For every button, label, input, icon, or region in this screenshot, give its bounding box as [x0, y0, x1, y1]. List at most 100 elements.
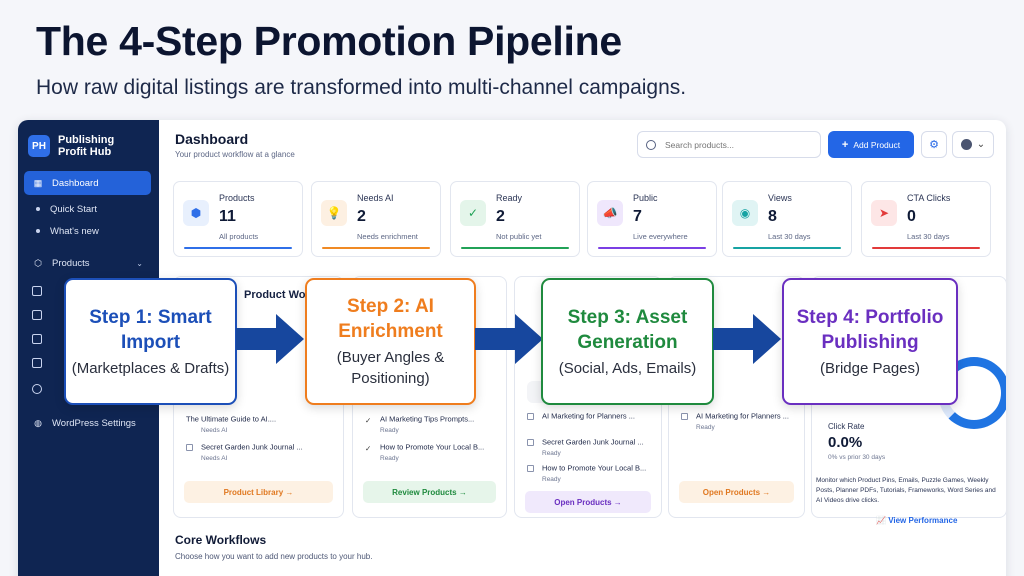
stat-bar	[598, 246, 706, 249]
list-item[interactable]: ✓How to Promote Your Local B... Ready	[365, 442, 484, 462]
stat-bar	[733, 246, 841, 249]
list-item[interactable]: AI Marketing for Planners ... Ready	[681, 411, 789, 431]
add-product-label: Add Product	[853, 139, 901, 150]
open-products-button[interactable]: Open Products →	[525, 491, 651, 513]
stat-label: Needs AI	[357, 193, 394, 203]
stat-value: 7	[633, 208, 642, 225]
step-description: (Social, Ads, Emails)	[558, 359, 697, 377]
sidebar-item-label: What's new	[50, 225, 99, 237]
stat-label: Ready	[496, 193, 523, 203]
list-item-status: Ready	[696, 423, 715, 431]
chevron-down-icon: ⌄	[976, 139, 986, 150]
dashboard-subtitle: Your product workflow at a glance	[175, 150, 295, 159]
checkbox[interactable]	[681, 412, 688, 420]
search-box[interactable]	[637, 131, 821, 158]
grid-icon: ▦	[33, 177, 43, 188]
checkbox[interactable]	[527, 464, 534, 472]
step-4-card: Step 4: Portfolio Publishing (Bridge Pag…	[782, 278, 958, 405]
arrow-right-icon	[713, 314, 781, 364]
arrow-right-icon	[236, 314, 304, 364]
list-item-title: Secret Garden Junk Journal ...	[201, 442, 303, 452]
stat-bar	[461, 246, 569, 249]
list-item-status: Ready	[542, 449, 561, 457]
stat-value: 2	[496, 208, 505, 225]
image-icon[interactable]	[32, 358, 42, 368]
checkbox[interactable]	[527, 412, 534, 420]
arrow-right-icon	[475, 314, 543, 364]
stat-card-views[interactable]: ◉ Views 8 Last 30 days	[722, 181, 852, 257]
step-3-card: Step 3: Asset Generation (Social, Ads, E…	[541, 278, 714, 405]
sidebar-item-dashboard[interactable]: ▦ Dashboard	[24, 171, 151, 195]
search-icon	[646, 139, 656, 150]
user-menu-button[interactable]: ⌄	[952, 131, 994, 158]
stat-sub: Last 30 days	[907, 232, 950, 241]
checkbox[interactable]	[527, 438, 534, 446]
sidebar-item-label: WordPress Settings	[52, 417, 136, 429]
list-item[interactable]: The Ultimate Guide to AI.... Needs AI	[186, 414, 276, 434]
stat-card-public[interactable]: 📣 Public 7 Live everywhere	[587, 181, 717, 257]
checkbox[interactable]	[186, 443, 193, 451]
chart-icon[interactable]	[32, 334, 42, 344]
sidebar-item-products[interactable]: ⬡ Products ⌄	[24, 251, 151, 275]
stat-card-products[interactable]: ⬢ Products 11 All products	[173, 181, 303, 257]
layout-icon[interactable]	[32, 286, 42, 296]
list-item[interactable]: Secret Garden Junk Journal ... Ready	[527, 437, 644, 457]
product-library-button[interactable]: Product Library →	[184, 481, 333, 503]
list-item-title: Secret Garden Junk Journal ...	[542, 437, 644, 447]
review-products-button[interactable]: Review Products →	[363, 481, 496, 503]
avatar-icon	[960, 139, 972, 150]
sidebar-item-wordpress-settings[interactable]: ◍ WordPress Settings	[24, 411, 151, 435]
stat-sub: All products	[219, 232, 259, 241]
step-title: Step 1: Smart Import	[89, 306, 212, 353]
list-item[interactable]: ✓AI Marketing Tips Prompts... Ready	[365, 414, 474, 434]
list-item-title: AI Marketing for Planners ...	[696, 411, 789, 421]
core-workflows-subtitle: Choose how you want to add new products …	[175, 552, 373, 561]
monitor-description: Monitor which Product Pins, Emails, Puzz…	[816, 477, 996, 504]
stat-label: Products	[219, 193, 255, 203]
stat-bar	[184, 246, 292, 249]
gear-icon: ⚙	[929, 139, 939, 151]
stat-sub: Last 30 days	[768, 232, 811, 241]
list-item[interactable]: Secret Garden Junk Journal ... Needs AI	[186, 442, 303, 462]
open-products-button[interactable]: Open Products →	[679, 481, 794, 503]
list-item[interactable]: How to Promote Your Local B... Ready	[527, 463, 646, 483]
bulb-icon: 💡	[321, 200, 347, 226]
sidebar-item-quick-start[interactable]: Quick Start	[24, 197, 151, 221]
view-performance-link[interactable]: 📈 View Performance	[876, 516, 957, 525]
click-rate-sub: 0% vs prior 30 days	[828, 454, 886, 461]
step-title: Step 4: Portfolio Publishing	[796, 306, 944, 353]
stat-card-ready[interactable]: ✓ Ready 2 Not public yet	[450, 181, 580, 257]
list-item[interactable]: AI Marketing for Planners ...	[527, 411, 635, 421]
stat-bar	[872, 246, 980, 249]
document-icon[interactable]	[32, 310, 42, 320]
cube-icon: ⬢	[183, 200, 209, 226]
stat-sub: Not public yet	[496, 232, 542, 241]
wordpress-icon: ◍	[34, 417, 42, 428]
eye-icon: ◉	[732, 200, 758, 226]
bullet-icon	[36, 207, 40, 211]
step-description: (Marketplaces & Drafts)	[71, 359, 230, 377]
settings-icon[interactable]	[32, 384, 42, 394]
click-rate-label: Click Rate	[828, 422, 865, 431]
step-title: Step 3: Asset Generation	[567, 306, 688, 353]
search-input[interactable]	[665, 139, 805, 150]
sidebar-item-whats-new[interactable]: What's new	[24, 219, 151, 243]
list-item-title: The Ultimate Guide to AI....	[186, 414, 277, 424]
stat-card-needs-ai[interactable]: 💡 Needs AI 2 Needs enrichment	[311, 181, 441, 257]
stat-value: 2	[357, 208, 366, 225]
stat-bar	[322, 246, 430, 249]
page-headline: The 4-Step Promotion Pipeline	[36, 18, 622, 64]
view-performance-label: View Performance	[888, 516, 958, 525]
list-item-status: Ready	[380, 426, 399, 434]
stat-label: Public	[633, 193, 658, 203]
plus-icon: +	[841, 138, 849, 151]
add-product-button[interactable]: + Add Product	[828, 131, 914, 158]
list-item-status: Needs AI	[201, 426, 228, 434]
stat-value: 8	[768, 208, 777, 225]
brand-name: Publishing Profit Hub	[58, 134, 115, 158]
box-icon: ⬡	[34, 257, 42, 268]
dashboard-title: Dashboard	[175, 131, 249, 147]
settings-button[interactable]: ⚙	[921, 131, 947, 158]
check-icon: ✓	[365, 443, 372, 453]
stat-card-cta-clicks[interactable]: ➤ CTA Clicks 0 Last 30 days	[861, 181, 991, 257]
